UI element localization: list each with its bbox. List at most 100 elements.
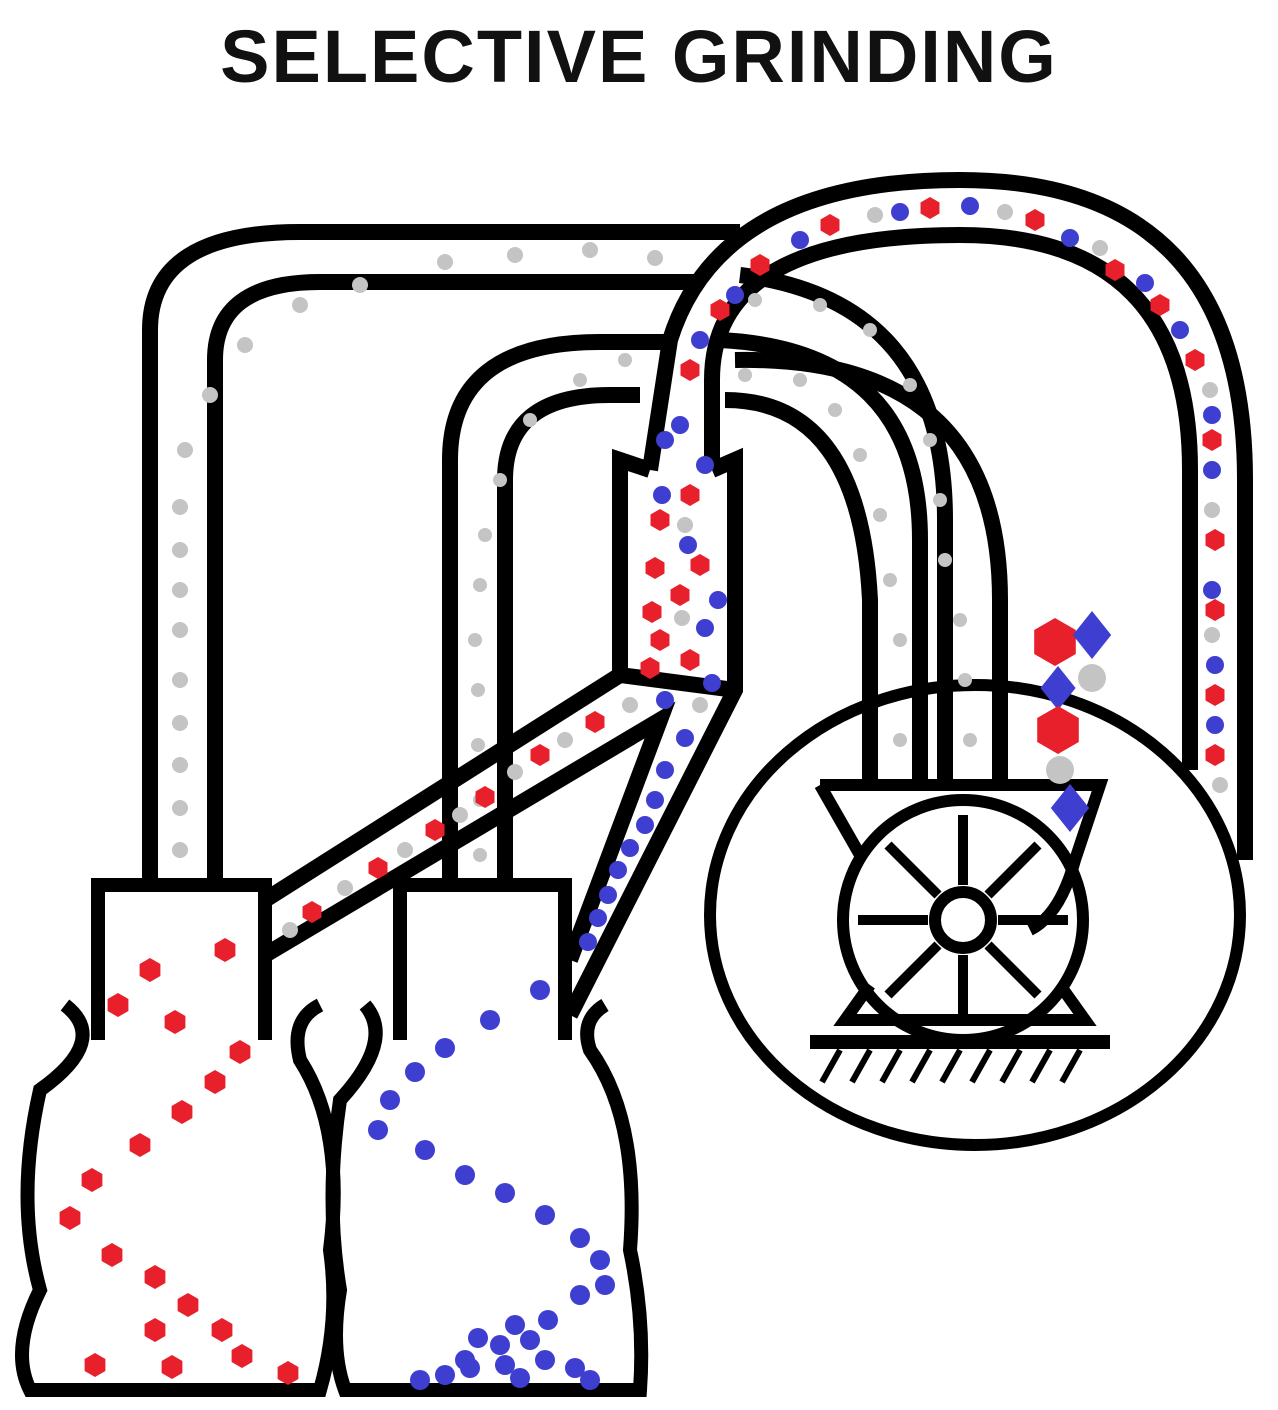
red-particle (585, 711, 605, 733)
red-particle (680, 359, 700, 381)
classifier-inner-split (260, 701, 676, 963)
red-particle (1205, 744, 1225, 766)
gray-particle (958, 673, 972, 687)
gray-particle (473, 848, 487, 862)
gray-particle (677, 517, 693, 533)
gray-particle (893, 633, 907, 647)
blue-particle (1136, 274, 1154, 292)
blue-particle (570, 1228, 590, 1248)
blue-particle (726, 286, 744, 304)
gray-particle (573, 373, 587, 387)
red-particle (1025, 209, 1045, 231)
right-collector-hood (393, 878, 572, 1040)
gray-particle (582, 242, 598, 258)
blue-particle (646, 791, 664, 809)
pipe-layer (142, 171, 1253, 1019)
blue-particle (676, 729, 694, 747)
gray-particle (813, 298, 827, 312)
blue-particle (490, 1335, 510, 1355)
blue-particle (380, 1090, 400, 1110)
red-particle (81, 1168, 103, 1192)
red-particle (84, 1353, 106, 1377)
blue-particle (1203, 461, 1221, 479)
gray-particle (172, 542, 188, 558)
blue-particle (460, 1358, 480, 1378)
blue-particle (589, 909, 607, 927)
red-particle (1205, 684, 1225, 706)
gray-particle (883, 573, 897, 587)
gray-particle (397, 842, 413, 858)
gray-particle (622, 697, 638, 713)
red-particle (642, 601, 662, 623)
red-particle (1037, 706, 1079, 754)
mill-feed-pipe-b-inner (724, 392, 878, 780)
gray-particle (172, 800, 188, 816)
blue-particle (590, 1250, 610, 1270)
red-particle (680, 649, 700, 671)
grinding-mill (704, 679, 1246, 1151)
gray-particle (793, 373, 807, 387)
gray-particle (557, 732, 573, 748)
red-particle (229, 1040, 251, 1064)
gray-particle (867, 207, 883, 223)
red-particle (211, 1318, 233, 1342)
blue-particle (435, 1038, 455, 1058)
blue-particle (599, 886, 617, 904)
gray-particle (1204, 627, 1220, 643)
blue-particle (691, 331, 709, 349)
mill-feed-pipe-a-outer (739, 267, 953, 780)
red-particle (670, 584, 690, 606)
red-particle (161, 1355, 183, 1379)
gray-particle (473, 578, 487, 592)
red-particle (171, 1100, 193, 1124)
red-particle (650, 629, 670, 651)
mill-housing (704, 679, 1246, 1151)
blue-particle (703, 674, 721, 692)
red-particle (139, 958, 161, 982)
red-particle (277, 1361, 299, 1385)
gray-particle (674, 610, 690, 626)
gray-particle (873, 508, 887, 522)
fan-stand (833, 981, 1097, 1026)
gray-particle (828, 403, 842, 417)
gray-particle (1078, 664, 1106, 692)
middle-return-duct-outer (442, 334, 665, 885)
red-particle (1202, 429, 1222, 451)
outer-return-duct-outer (142, 224, 740, 885)
red-particle (710, 299, 730, 321)
gray-particle (172, 622, 188, 638)
gray-particle (337, 880, 353, 896)
mill-hopper (814, 779, 1109, 936)
red-particle (640, 657, 660, 679)
gray-particle (507, 764, 523, 780)
gray-particle (863, 323, 877, 337)
red-particle (368, 857, 388, 879)
blue-particle (530, 980, 550, 1000)
red-particle (302, 901, 322, 923)
gray-particle (903, 378, 917, 392)
red-particle (650, 509, 670, 531)
gray-particle (493, 473, 507, 487)
gray-particle (748, 293, 762, 307)
gray-particle (202, 387, 218, 403)
fan-hub (929, 886, 997, 954)
blue-particle (570, 1285, 590, 1305)
gray-particle (923, 433, 937, 447)
gray-particle (478, 528, 492, 542)
red-particle (475, 786, 495, 808)
mill-feed-pipe-a-inner (719, 332, 928, 780)
gray-particle (893, 733, 907, 747)
blue-particle (696, 619, 714, 637)
red-particle (144, 1265, 166, 1289)
left-collector (15, 878, 341, 1397)
blue-particle (636, 816, 654, 834)
red-particle (231, 1344, 253, 1368)
blue-particle (565, 1358, 585, 1378)
gray-particle (452, 807, 468, 823)
blue-particle (535, 1205, 555, 1225)
gray-particle (1046, 756, 1074, 784)
gray-particle (1202, 382, 1218, 398)
gray-particle (853, 448, 867, 462)
red-particle (107, 993, 129, 1017)
